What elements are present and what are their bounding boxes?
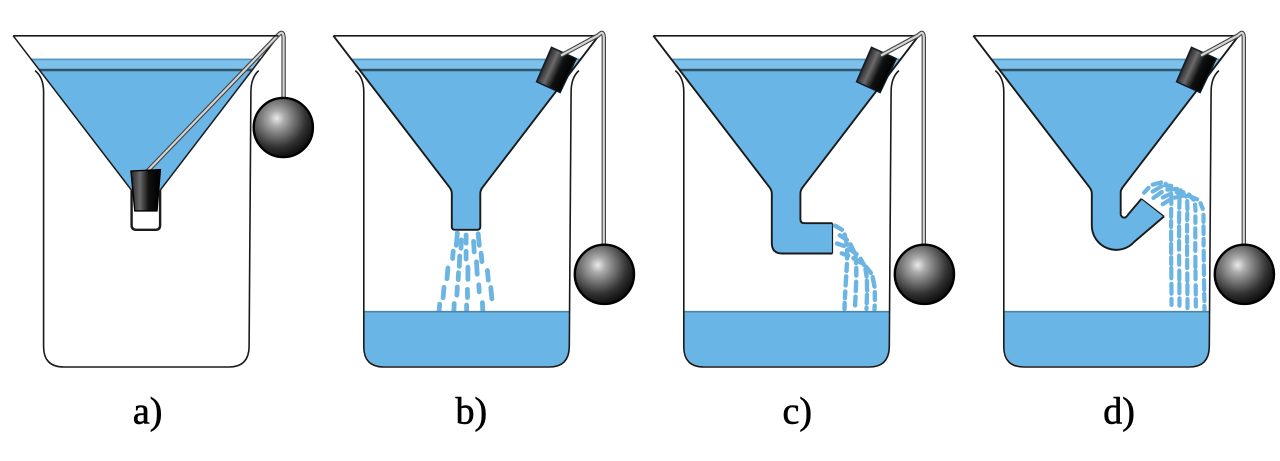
svg-text:c): c) <box>783 391 813 433</box>
svg-text:b): b) <box>455 391 487 433</box>
svg-text:a): a) <box>133 391 163 433</box>
svg-text:d): d) <box>1103 391 1135 433</box>
